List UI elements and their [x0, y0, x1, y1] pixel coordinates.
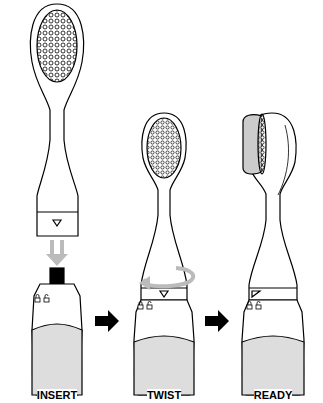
- step-label: TWIST: [147, 389, 181, 401]
- step-label: INSERT: [37, 389, 77, 401]
- step-label: READY: [254, 389, 293, 401]
